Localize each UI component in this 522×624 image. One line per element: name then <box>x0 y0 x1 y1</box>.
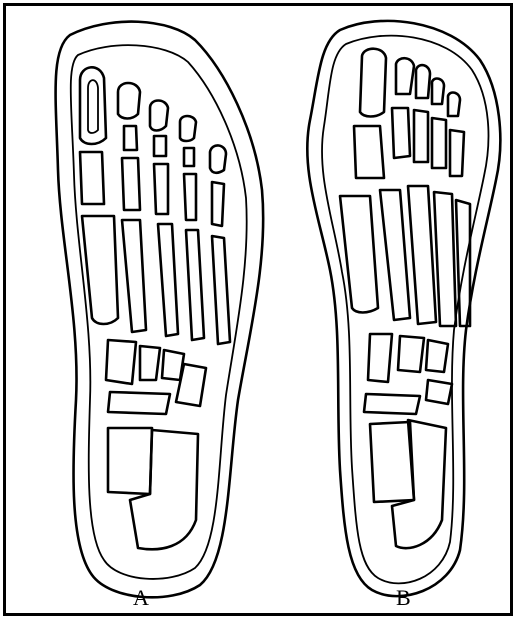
foot-a-toe-2 <box>118 83 140 119</box>
foot-a-toe-3 <box>150 101 168 131</box>
foot-b-big-toe <box>360 49 386 117</box>
foot-a-toe-4 <box>180 116 196 141</box>
foot-b-calcaneus <box>392 420 446 548</box>
foot-a-label: A <box>133 587 149 609</box>
foot-a-talus <box>108 428 152 494</box>
foot-a <box>56 22 264 598</box>
foot-a-toe-5 <box>210 145 226 172</box>
foot-b <box>307 21 500 596</box>
foot-b-navicular <box>364 394 420 414</box>
foot-b-label: B <box>396 587 411 609</box>
foot-b-talus <box>370 422 414 502</box>
foot-a-navicular <box>108 392 170 414</box>
foot-a-calcaneus <box>130 430 198 549</box>
foot-a-metatarsal-1 <box>82 216 118 324</box>
